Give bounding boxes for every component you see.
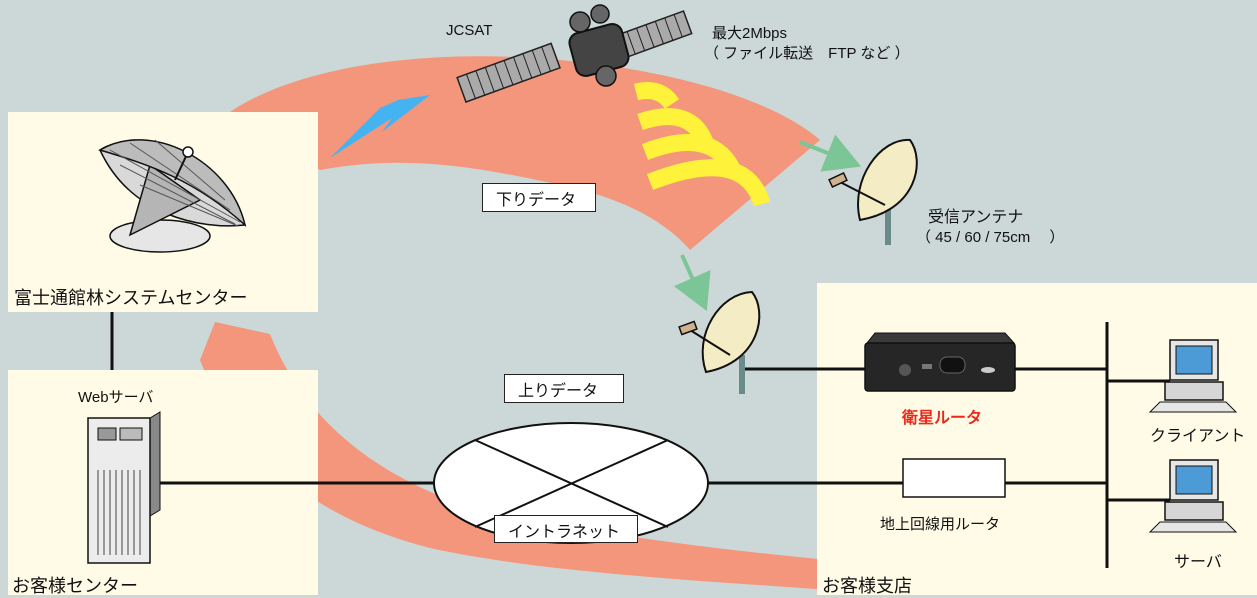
- ground-router-label: 地上回線用ルータ: [880, 516, 1001, 533]
- receive-antenna-label: 受信アンテナ: [928, 209, 1024, 226]
- satellite-router-icon: [864, 332, 1016, 392]
- customer-center-label: お客様センター: [12, 576, 138, 596]
- branch-antenna-icon: [678, 290, 761, 394]
- receive-antenna-icon: [828, 138, 918, 245]
- intranet-label-box: [494, 515, 638, 543]
- radio-waves-icon: [633, 82, 771, 207]
- receive-antenna-sizes: （ 45 / 60 / 75cm ）: [916, 229, 1065, 246]
- receive-arrow-icon: [673, 254, 711, 311]
- client-label: クライアント: [1150, 428, 1246, 445]
- web-server-icon: [87, 411, 161, 564]
- ground-router-icon: [902, 458, 1006, 498]
- web-server-label: Webサーバ: [78, 389, 154, 406]
- uplink-data-label: [504, 374, 624, 403]
- satellite-speed: 最大2Mbps: [712, 25, 788, 42]
- satellite-speed-note: （ ファイル転送 FTP など ）: [704, 45, 910, 62]
- uplink-bolt-icon: [330, 78, 448, 158]
- satellite-icon: [456, 4, 693, 103]
- center-dish-icon: [98, 139, 247, 253]
- downlink-data-label: [482, 183, 596, 212]
- receive-arrow-icon: [799, 134, 862, 172]
- downlink-data-text: 下りデータ: [496, 192, 577, 209]
- uplink-data-text: 上りデータ: [518, 383, 599, 400]
- intranet-cloud: [433, 422, 709, 544]
- branch-label: お客様支店: [822, 576, 912, 596]
- satellite-router-label: 衛星ルータ: [902, 410, 983, 427]
- downlink-flow-band: [230, 56, 820, 250]
- satellite-name: JCSAT: [446, 22, 493, 39]
- intranet-label: イントラネット: [508, 524, 621, 541]
- server-pc-icon: [1148, 459, 1238, 533]
- client-pc-icon: [1148, 339, 1238, 413]
- branch-server-label: サーバ: [1174, 554, 1222, 571]
- center-label: 富士通館林システムセンター: [14, 288, 248, 308]
